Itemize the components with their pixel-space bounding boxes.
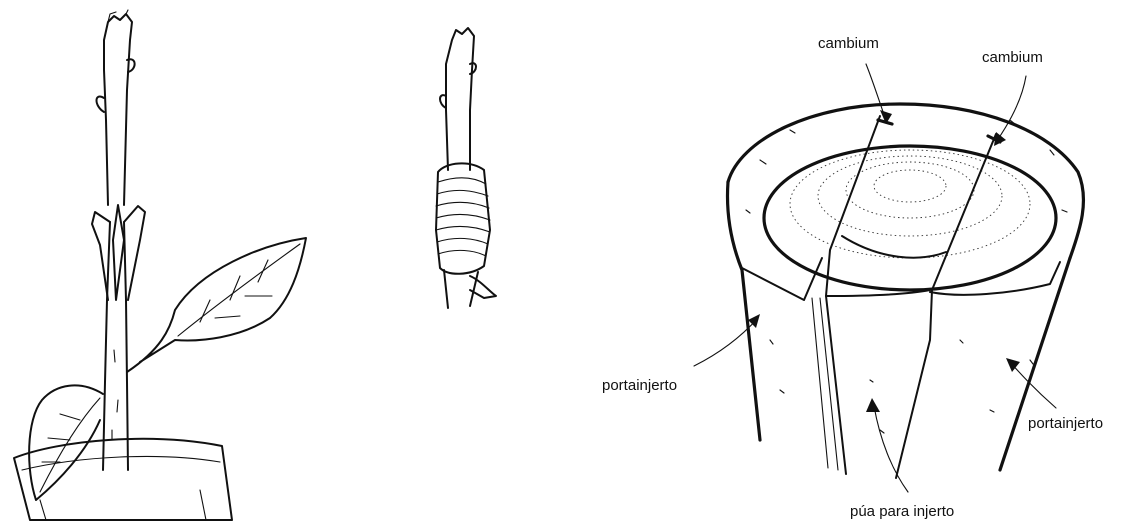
- arrow-head-rootstock-right: [1006, 358, 1020, 372]
- label-rootstock-left: portainjerto: [602, 377, 677, 394]
- arrow-head-cambium-right: [994, 132, 1006, 146]
- scion-shoot: [97, 10, 135, 205]
- rootstock-stem: [103, 222, 128, 470]
- label-rootstock-right: portainjerto: [1028, 415, 1103, 432]
- grafting-tape-wrap: [436, 163, 490, 273]
- leaf-left: [29, 385, 103, 500]
- potted-seedling-drawing: [14, 10, 306, 520]
- label-scion: púa para injerto: [850, 503, 954, 520]
- leaf-right: [127, 238, 306, 372]
- wrapped-graft-drawing: [436, 28, 496, 308]
- cleft-split: [92, 205, 145, 300]
- label-cambium-right: cambium: [982, 49, 1043, 66]
- label-cambium-left: cambium: [818, 35, 879, 52]
- arrow-head-scion: [866, 398, 880, 412]
